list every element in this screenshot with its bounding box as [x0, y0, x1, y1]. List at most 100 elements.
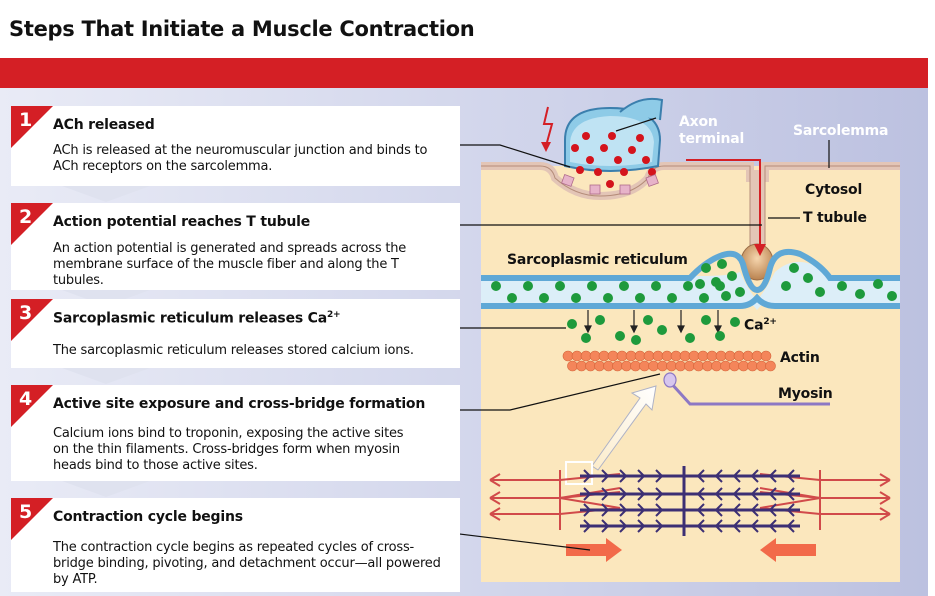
crossbridge [697, 469, 705, 477]
ach-molecule [586, 156, 594, 164]
released-calcium [567, 315, 740, 345]
crossbridge [769, 487, 777, 495]
actin-bead [715, 350, 727, 362]
ach-molecule [576, 166, 584, 174]
crossbridge [715, 469, 723, 477]
crossbridge [619, 487, 627, 495]
calcium-ion [643, 315, 653, 325]
step-3-number: 3 [19, 302, 33, 324]
actin-bead [576, 360, 587, 372]
actin-bead [585, 360, 596, 372]
calcium-ion [555, 281, 565, 291]
calcium-ion [657, 325, 667, 335]
calcium-ion [789, 263, 799, 273]
crossbridge [637, 469, 645, 477]
crossbridge [637, 487, 645, 495]
actin-bead [607, 350, 619, 362]
ach-molecules [571, 132, 656, 188]
calcium-ion [595, 315, 605, 325]
calcium-ion [631, 335, 641, 345]
crossbridge [601, 469, 609, 477]
myosin-filament [663, 372, 830, 406]
calcium-ion [730, 317, 740, 327]
crossbridge [637, 519, 645, 527]
step-3-heading-text: Sarcoplasmic reticulum releases Ca [53, 310, 327, 327]
crossbridge [733, 525, 741, 533]
crossbridge [769, 469, 777, 477]
crossbridge [655, 503, 663, 511]
crossbridge [619, 469, 627, 477]
crossbridge [787, 493, 795, 501]
calcium-ion [491, 281, 501, 291]
crossbridge [769, 519, 777, 527]
page-title: Steps That Initiate a Muscle Contraction [9, 17, 475, 41]
crossbridge [697, 503, 705, 511]
ach-molecule [620, 168, 628, 176]
step-5: 5 Contraction cycle begins The contracti… [11, 498, 460, 592]
step-2-number: 2 [19, 206, 33, 228]
calcium-ion [651, 281, 661, 291]
calcium-ion [855, 289, 865, 299]
actin-bead [702, 360, 713, 372]
actin-bead [760, 350, 772, 362]
calcium-ion [603, 293, 613, 303]
crossbridge [715, 519, 723, 527]
calcium-ion [615, 331, 625, 341]
crossbridge [583, 487, 591, 495]
crossbridge [619, 493, 627, 501]
crossbridge [619, 503, 627, 511]
calcium-ion [701, 263, 711, 273]
actin-bead [630, 360, 641, 372]
actin-bead [589, 350, 601, 362]
crossbridge [733, 519, 741, 527]
ach-molecule [571, 144, 579, 152]
actin-bead [675, 360, 686, 372]
ach-molecule [614, 156, 622, 164]
crossbridge [583, 493, 591, 501]
cytosol-panel [481, 166, 900, 582]
calcium-ion [803, 273, 813, 283]
crossbridge [655, 469, 663, 477]
calcium-ion [635, 293, 645, 303]
crossbridge [787, 475, 795, 483]
header-bar [0, 58, 928, 88]
actin-bead [634, 350, 646, 362]
crossbridge [715, 493, 723, 501]
crossbridge [715, 503, 723, 511]
sr-calcium [491, 259, 897, 303]
step-2-body: An action potential is generated and spr… [53, 241, 407, 288]
actin-bead [652, 350, 664, 362]
action-potential-arrow [686, 159, 766, 256]
calcium-ion [683, 281, 693, 291]
step-4: 4 Active site exposure and cross-bridge … [11, 385, 460, 481]
calcium-ion [721, 291, 731, 301]
crossbridge [619, 519, 627, 527]
step-1-number: 1 [19, 109, 33, 131]
axon-terminal-label-line2: terminal [679, 131, 745, 147]
actin-bead [693, 360, 704, 372]
crossbridge [715, 525, 723, 533]
actin-bead [562, 350, 574, 362]
calcium-ion [667, 293, 677, 303]
actin-bead [643, 350, 655, 362]
crossbridge [697, 509, 705, 517]
crossbridge [697, 525, 705, 533]
crossbridge [751, 519, 759, 527]
step-5-body: The contraction cycle begins as repeated… [53, 540, 441, 587]
calcium-ion [523, 281, 533, 291]
ach-receptors [561, 174, 659, 195]
sarcoplasmic-reticulum-label: Sarcoplasmic reticulum [507, 252, 688, 268]
crossbridge [637, 475, 645, 483]
crossbridge [733, 503, 741, 511]
crossbridge [769, 475, 777, 483]
crossbridge [637, 525, 645, 533]
crossbridge [733, 475, 741, 483]
zoom-arrow [565, 385, 657, 485]
crossbridge [751, 493, 759, 501]
crossbridge [583, 503, 591, 511]
ach-molecule [608, 132, 616, 140]
crossbridge [751, 469, 759, 477]
crossbridge [619, 475, 627, 483]
crossbridge [601, 487, 609, 495]
actin-bead [697, 350, 709, 362]
